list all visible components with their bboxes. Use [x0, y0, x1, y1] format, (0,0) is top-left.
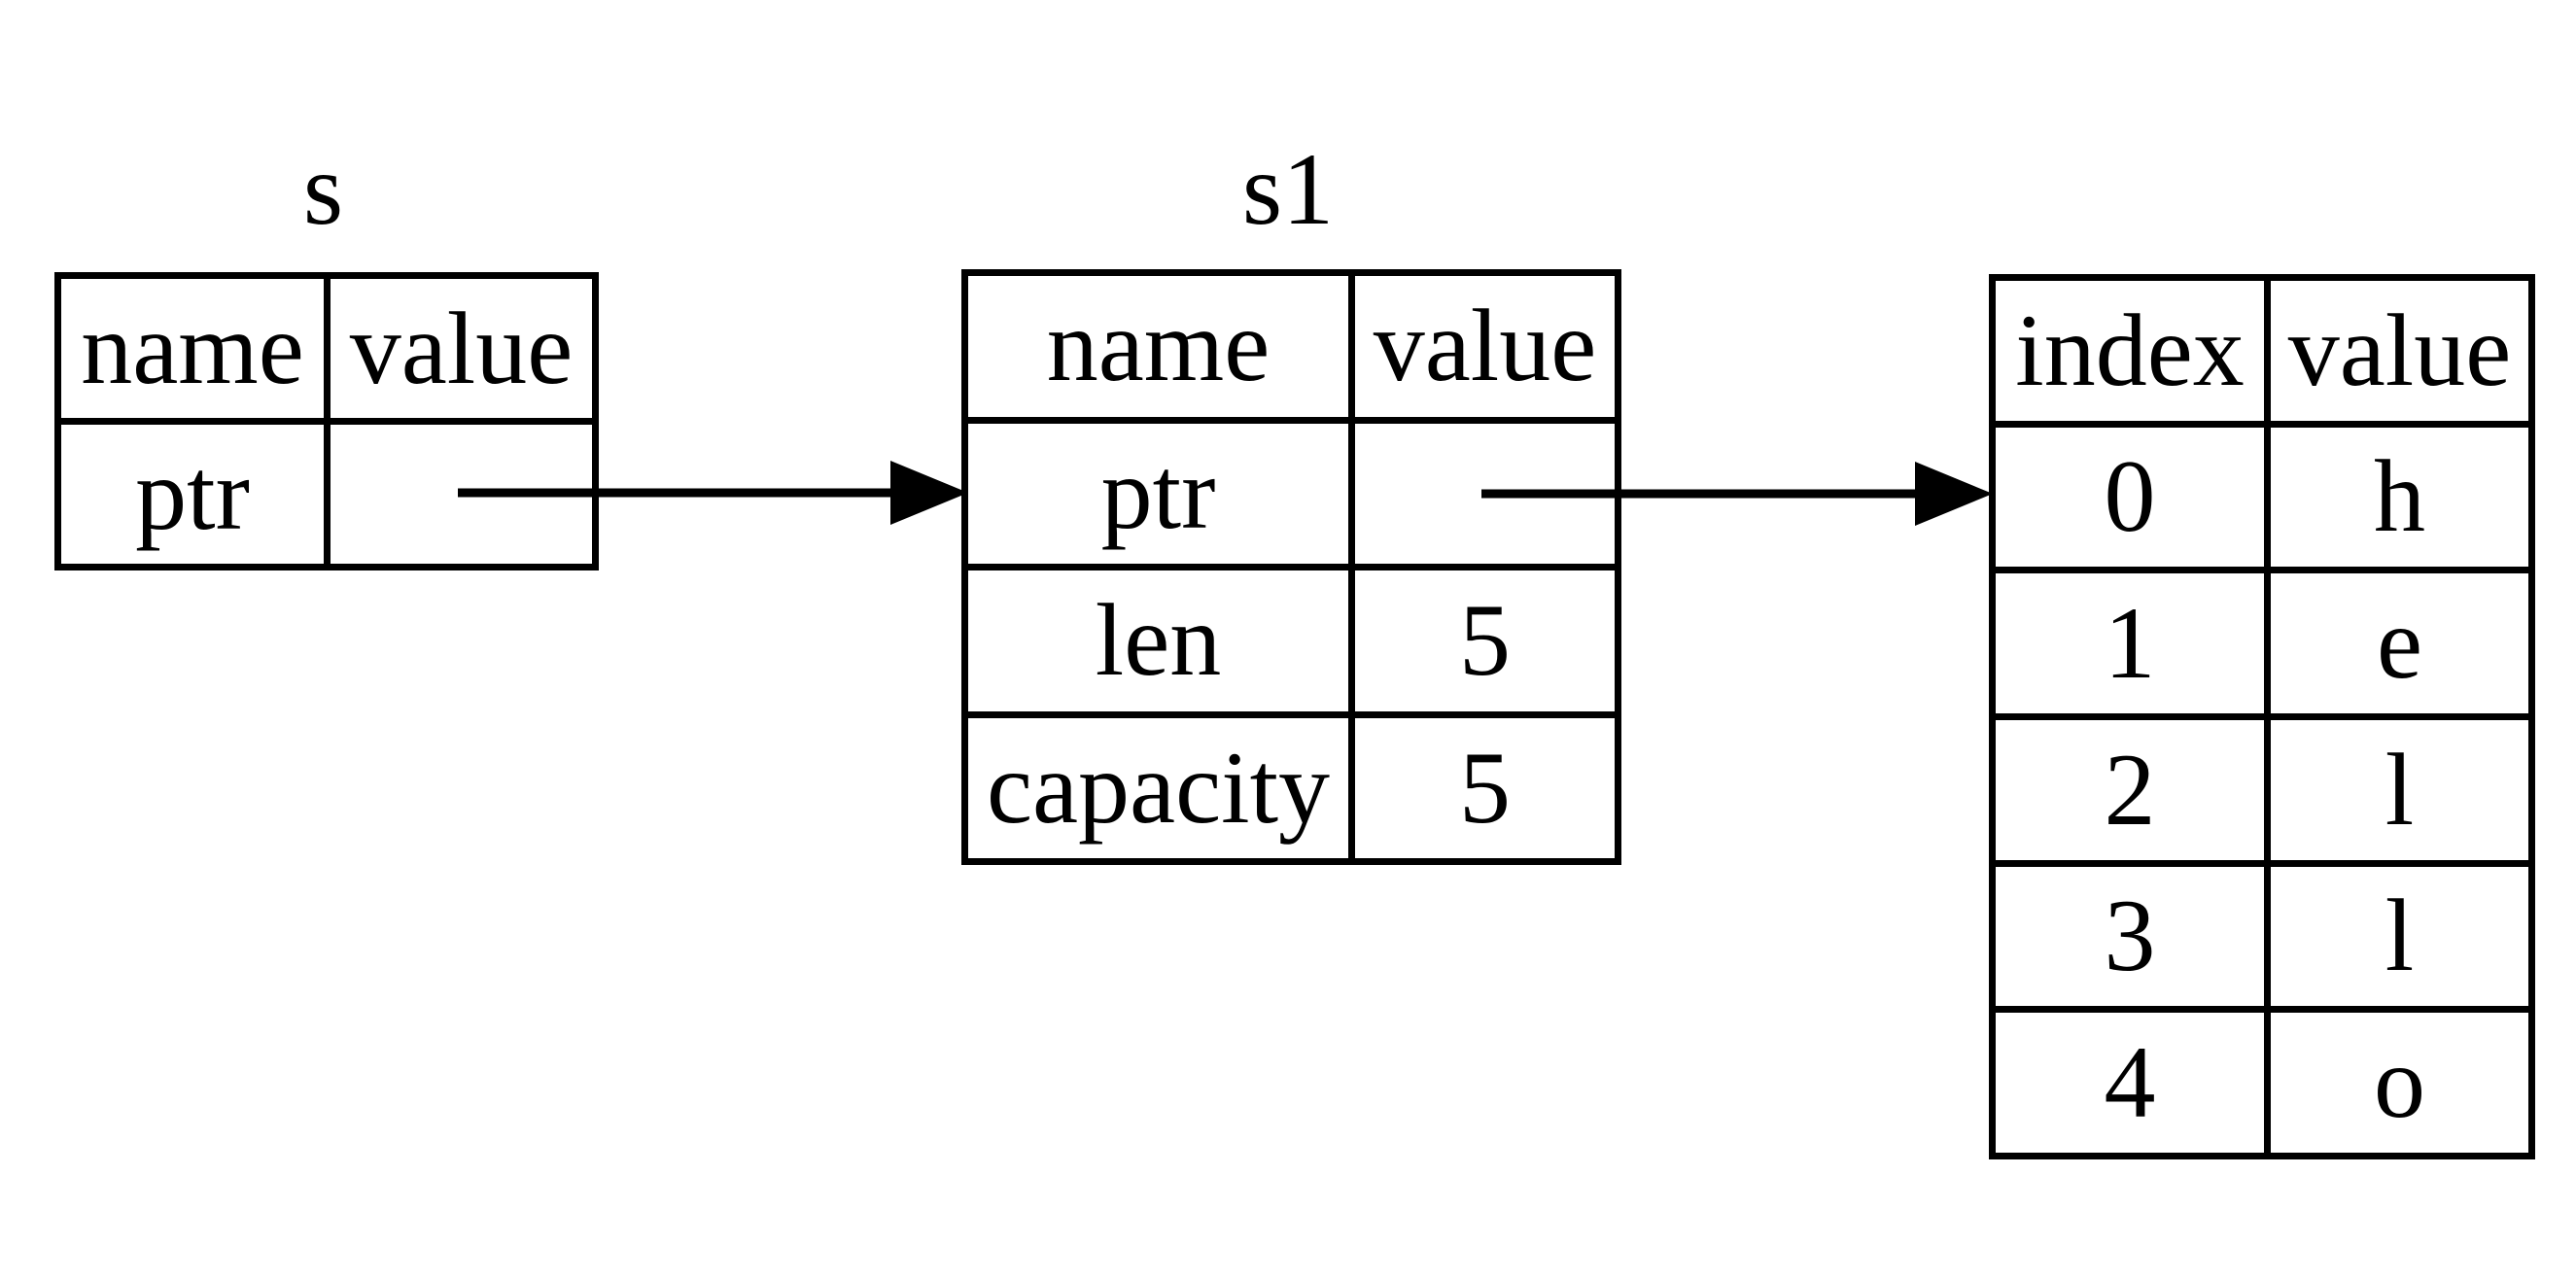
- table-s1-cell-len-value: 5: [1348, 564, 1621, 718]
- table-row: ptr: [54, 418, 599, 570]
- table-heap-cell-value-3: l: [2264, 859, 2535, 1014]
- table-heap-cell-value-2: l: [2264, 712, 2535, 867]
- table-s-cell-ptr-name: ptr: [54, 418, 331, 570]
- table-row: ptr: [961, 416, 1621, 570]
- table-s1: name value ptr len 5 capacity 5: [961, 269, 1621, 865]
- table-heap-cell-index-4: 4: [1989, 1006, 2271, 1159]
- table-s1-header-value: value: [1348, 269, 1621, 424]
- table-heap-cell-index-2: 2: [1989, 712, 2271, 867]
- table-row: name value: [961, 269, 1621, 424]
- table-heap-cell-value-1: e: [2264, 567, 2535, 720]
- table-s1-cell-len-name: len: [961, 564, 1355, 718]
- table-row: 1 e: [1989, 567, 2535, 720]
- table-heap-cell-value-0: h: [2264, 420, 2535, 574]
- table-s1-cell-ptr-name: ptr: [961, 416, 1355, 570]
- table-s: name value ptr: [54, 272, 599, 570]
- table-row: 3 l: [1989, 859, 2535, 1014]
- table-heap-header-value: value: [2264, 274, 2535, 428]
- table-row: 0 h: [1989, 420, 2535, 574]
- table-s-title: s: [302, 132, 344, 246]
- table-row: index value: [1989, 274, 2535, 428]
- table-s1-cell-capacity-name: capacity: [961, 710, 1355, 865]
- table-s-header-value: value: [324, 272, 599, 425]
- table-s-header-name: name: [54, 272, 331, 425]
- table-s-cell-ptr-value: [324, 418, 599, 570]
- table-s1-cell-ptr-value: [1348, 416, 1621, 570]
- table-s1-header-name: name: [961, 269, 1355, 424]
- table-heap: index value 0 h 1 e 2 l 3 l 4 o: [1989, 274, 2535, 1159]
- table-heap-cell-index-0: 0: [1989, 420, 2271, 574]
- table-row: name value: [54, 272, 599, 425]
- table-heap-cell-index-1: 1: [1989, 567, 2271, 720]
- table-heap-header-index: index: [1989, 274, 2271, 428]
- table-row: 4 o: [1989, 1006, 2535, 1159]
- table-row: capacity 5: [961, 710, 1621, 865]
- table-s1-title: s1: [1241, 132, 1335, 246]
- table-row: 2 l: [1989, 712, 2535, 867]
- table-heap-cell-value-4: o: [2264, 1006, 2535, 1159]
- table-heap-cell-index-3: 3: [1989, 859, 2271, 1014]
- table-s1-cell-capacity-value: 5: [1348, 710, 1621, 865]
- table-row: len 5: [961, 564, 1621, 718]
